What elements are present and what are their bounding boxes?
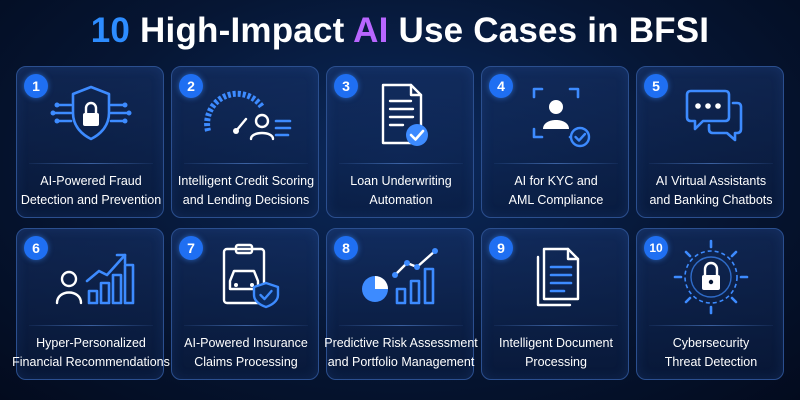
card-number-badge: 9 [489,236,513,260]
use-case-card-7: 7 AI-Powered Insurance Claims Processing [171,228,319,380]
title-part1: High-Impact [140,11,345,50]
title-number: 10 [90,11,131,50]
title-ai: AI [353,11,389,50]
page-title: 10 High-Impact AI Use Cases in BFSI [0,6,800,56]
card-divider [494,325,618,326]
card-number-badge: 1 [24,74,48,98]
pie-bar-trend-icon [351,239,451,315]
card-title: AI-Powered Fraud Detection and Preventio… [19,169,163,213]
card-number-badge: 4 [489,74,513,98]
use-case-grid: 1 AI-Powered Fraud Detection and Prevent… [12,66,784,394]
card-title-line2: Automation [369,193,433,207]
card-title-line1: Hyper-Personalized [36,336,146,350]
use-case-card-6: 6 Hyper-Personalized Financial Recommend… [12,228,170,380]
person-growth-chart-icon [41,239,141,315]
card-title-line1: AI Virtual Assistants [655,174,767,188]
chat-bubbles-icon [661,77,761,153]
card-title: Hyper-Personalized Financial Recommendat… [12,331,170,375]
card-title-line2: AML Compliance [508,193,604,207]
card-divider [29,325,153,326]
card-divider [339,163,463,164]
card-divider [649,325,773,326]
card-number-badge: 7 [179,236,203,260]
card-title-line1: Cybersecurity [672,336,750,350]
cyber-lock-icon [661,239,761,315]
card-number-badge: 5 [644,74,668,98]
card-title-line1: Intelligent Credit Scoring [177,174,315,188]
card-title-line1: AI for KYC and [514,174,598,188]
use-case-card-8: 8 Predictive Risk Assessment and Portfol… [324,228,478,380]
card-title: Intelligent Credit Scoring and Lending D… [174,169,318,213]
card-number-badge: 6 [24,236,48,260]
use-case-card-3: 3 Loan Underwriting Automation [326,66,474,218]
use-case-card-2: 2 Intelligent Credit Scoring and Lending… [171,66,319,218]
title-part2: Use Cases in BFSI [398,11,710,50]
use-case-card-5: 5 AI Virtual Assistants and Banking Chat… [636,66,784,218]
card-title: AI Virtual Assistants and Banking Chatbo… [639,169,783,213]
user-verify-icon [506,77,606,153]
card-title-line1: Loan Underwriting [350,174,452,188]
card-title-line2: and Portfolio Management [327,355,475,369]
card-title-line2: and Lending Decisions [182,193,310,207]
use-case-card-4: 4 AI for KYC and AML Compliance [481,66,629,218]
card-title-line1: Predictive Risk Assessment [324,336,478,350]
card-number-badge: 3 [334,74,358,98]
card-title-line2: Processing [525,355,587,369]
card-title: Loan Underwriting Automation [329,169,473,213]
use-case-card-1: 1 AI-Powered Fraud Detection and Prevent… [16,66,164,218]
card-title: Intelligent Document Processing [484,331,628,375]
card-divider [339,325,463,326]
shield-lock-circuit-icon [41,77,141,153]
card-number-badge: 2 [179,74,203,98]
card-divider [29,163,153,164]
card-title-line1: AI-Powered Insurance [184,336,308,350]
card-title-line2: Threat Detection [664,355,758,369]
card-title-line1: AI-Powered Fraud [40,174,142,188]
card-number-badge: 10 [644,236,668,260]
card-title-line2: Claims Processing [194,355,298,369]
car-claim-shield-icon [196,239,296,315]
stacked-documents-icon [506,239,606,315]
card-number-badge: 8 [334,236,358,260]
card-divider [649,163,773,164]
use-case-card-9: 9 Intelligent Document Processing [481,228,629,380]
card-title: Cybersecurity Threat Detection [639,331,783,375]
card-divider [494,163,618,164]
card-title-line2: Financial Recommendations [12,355,170,369]
card-divider [184,325,308,326]
card-title-line1: Intelligent Document [499,336,613,350]
card-title-line2: and Banking Chatbots [649,193,773,207]
use-case-card-10: 10 Cybersecurity Threat Detection [636,228,784,380]
card-title: AI-Powered Insurance Claims Processing [174,331,318,375]
card-title-line2: Detection and Prevention [20,193,162,207]
document-check-icon [351,77,451,153]
credit-gauge-icon [196,77,296,153]
card-divider [184,163,308,164]
card-title: Predictive Risk Assessment and Portfolio… [324,331,478,375]
card-title: AI for KYC and AML Compliance [484,169,628,213]
